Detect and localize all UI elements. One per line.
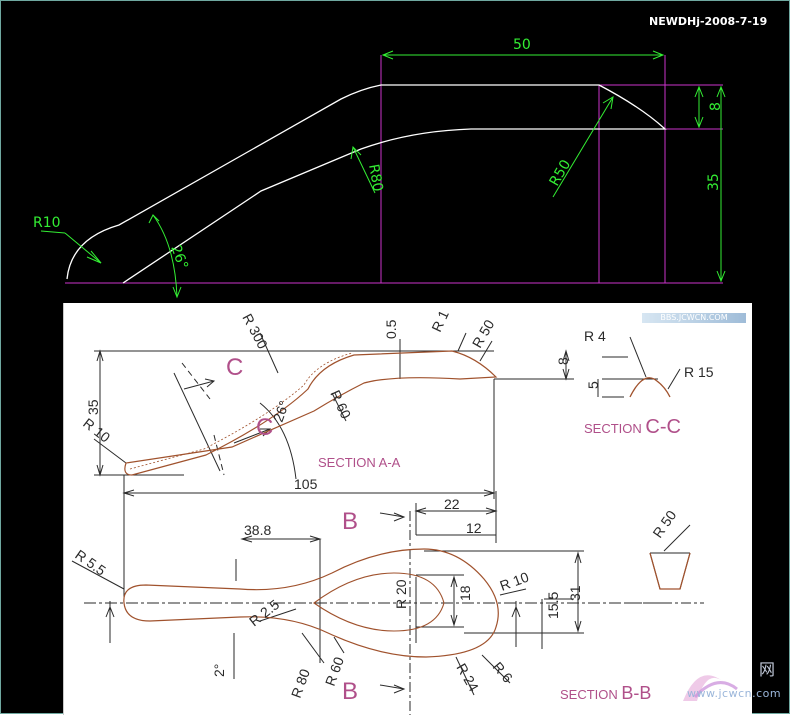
label-22: 22 (444, 496, 460, 512)
dim-8-label: 8 (708, 102, 724, 111)
label-r20: R 20 (393, 579, 409, 609)
section-cc-label: SECTION C-C (584, 416, 681, 438)
label-r300: R 300 (239, 311, 271, 352)
label-r24: R 24 (453, 661, 482, 695)
label-r50-top: R 50 (469, 317, 498, 351)
section-aa-view (93, 332, 574, 499)
drawing-stamp: NEWDHj-2008-7-19 (649, 15, 768, 28)
site-watermark-graphic: 网 (683, 660, 775, 701)
label-r80: R 80 (288, 667, 313, 700)
label-38-8: 38.8 (244, 522, 271, 538)
dim-angle-26-label: 26° (167, 243, 191, 272)
section-mark-b-bottom: B (342, 678, 358, 705)
section-cc-letters: C-C (645, 416, 681, 438)
label-0-5: 0.5 (383, 319, 399, 339)
section-aa-label: SECTION A-A (318, 455, 401, 470)
label-5: 5 (585, 381, 601, 389)
dimension-lines (40, 50, 726, 299)
section-mark-c-top: C (226, 354, 243, 381)
dim-r50-label: R50 (547, 157, 575, 189)
label-r60-side: R 60 (327, 388, 354, 422)
construction-lines (65, 55, 723, 284)
label-35: 35 (85, 399, 101, 415)
label-r15: R 15 (684, 364, 714, 380)
label-18: 18 (457, 585, 473, 601)
reference-drawing-canvas: R 300 0.5 R 1 R 50 8 R 4 R 15 5 35 C C R… (71, 308, 714, 715)
sheet-texts: R 300 0.5 R 1 R 50 8 R 4 R 15 5 35 C C R… (72, 308, 714, 705)
watermark-cn-char: 网 (759, 660, 775, 679)
dim-50-label: 50 (513, 37, 531, 53)
label-8: 8 (555, 357, 571, 365)
label-r6: R 6 (490, 659, 516, 686)
label-r4: R 4 (584, 328, 606, 344)
label-2-deg: 2° (211, 664, 227, 677)
label-r5-5: R 5.5 (72, 546, 109, 578)
label-31: 31 (567, 585, 583, 601)
dimension-texts: 50 8 35 R10 26° R80 R50 (33, 37, 724, 272)
section-bb-view (624, 524, 704, 604)
label-105: 105 (294, 476, 318, 492)
section-bb-letters: B-B (621, 683, 651, 703)
section-bb-label: SECTION B-B (560, 683, 651, 703)
dim-r10-label: R10 (33, 215, 61, 231)
section-cc-view (597, 336, 681, 398)
section-mark-c-bottom: C (256, 414, 273, 441)
label-15-5: 15.5 (545, 592, 561, 619)
section-cc-prefix: SECTION (584, 421, 645, 436)
top-view (71, 491, 664, 715)
watermark-site-url: www.jcwcn.com (687, 687, 782, 700)
dim-35-label: 35 (706, 173, 722, 191)
spoon-side-profile (66, 84, 667, 284)
section-bb-prefix: SECTION (560, 687, 621, 702)
section-mark-b-top: B (342, 508, 358, 535)
label-r1: R 1 (428, 308, 452, 335)
forum-logo: BBS.JCWCN.COM (642, 313, 746, 323)
label-r50-section-b: R 50 (649, 507, 679, 541)
label-12: 12 (466, 520, 482, 536)
label-r2-5: R 2.5 (246, 596, 282, 629)
dim-r80-label: R80 (365, 163, 386, 193)
label-r10-bowl: R 10 (498, 569, 531, 594)
reference-drawing-sheet: BBS.JCWCN.COM (63, 303, 752, 715)
label-26-deg: 26° (270, 399, 292, 424)
